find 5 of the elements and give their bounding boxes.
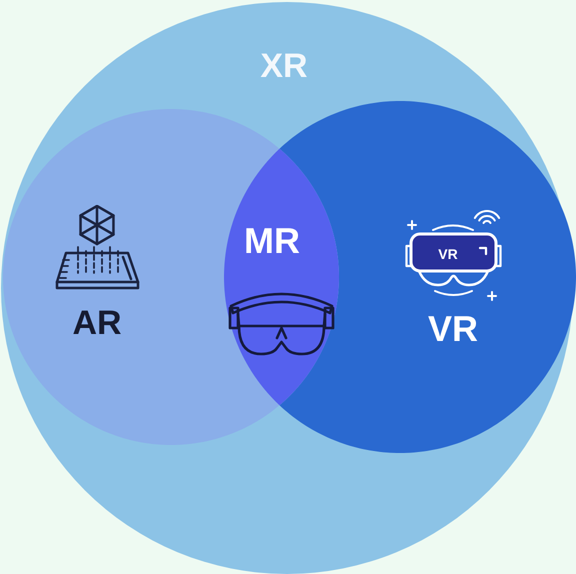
circle-label: XR — [260, 49, 308, 83]
headset-label: VR — [438, 247, 458, 261]
circle-label: AR — [72, 306, 122, 340]
overlap-label: MR — [244, 223, 300, 259]
circle-label: VR — [428, 311, 478, 347]
